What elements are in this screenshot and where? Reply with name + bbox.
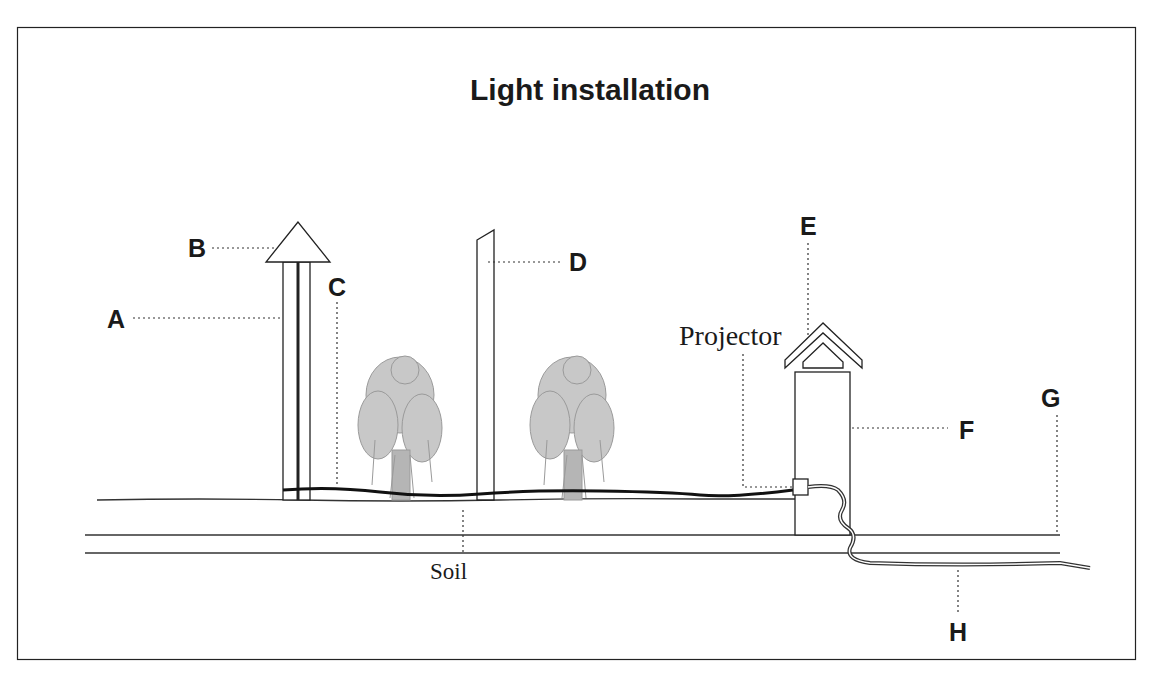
part-label: Soil [430,560,467,583]
part-label: A [107,307,125,332]
part-label: H [949,620,967,645]
frame [18,28,1136,660]
part-label: Projector [679,322,782,350]
reflector-plank [477,230,494,500]
plant [530,356,614,500]
part-label: C [328,275,346,300]
plant [358,356,442,500]
cable [283,488,793,495]
supply-cable [808,486,1090,568]
diagram-title: Light installation [470,75,710,105]
part-label: D [569,250,587,275]
supply-cable [808,486,1090,568]
junction-post [785,323,862,535]
part-label: E [800,214,817,239]
projector-box [793,479,808,495]
light-pole [266,222,330,500]
soil-band [85,499,1060,553]
leader-line [133,243,1057,615]
part-label: B [188,236,206,261]
part-label: G [1041,386,1060,411]
part-label: F [959,418,974,443]
